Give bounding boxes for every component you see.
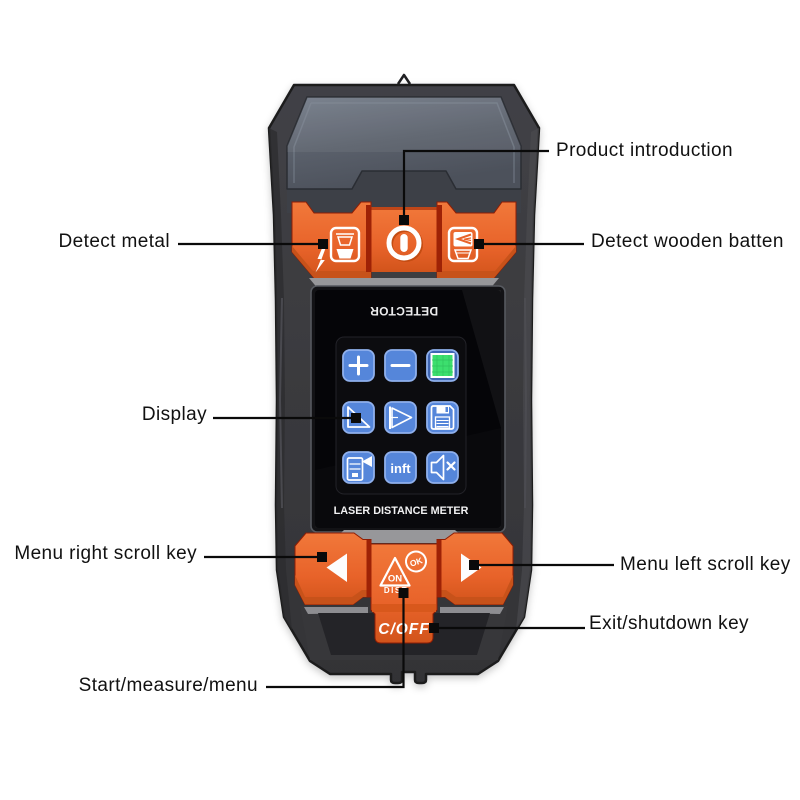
laser-warning-icon: ON	[379, 556, 411, 587]
marker-display	[351, 413, 361, 423]
icon-reference-edge	[342, 451, 375, 484]
label-display: Display	[141, 404, 207, 425]
icon-pythagoras	[384, 401, 417, 434]
sensor-panel	[286, 96, 522, 213]
marker-detect-wooden-batten	[474, 239, 484, 249]
label-menu-left-scroll: Menu left scroll key	[620, 554, 791, 575]
marker-start-measure-menu	[398, 588, 409, 598]
display-screen: DETECTOR	[310, 285, 506, 533]
right-rail-line	[524, 297, 528, 509]
bottom-deck-right	[440, 607, 504, 614]
sensor-panel-inner-line	[293, 102, 515, 183]
lower-divider-right	[436, 540, 442, 597]
screen-footer-text: LASER DISTANCE METER	[334, 505, 469, 517]
metal-detect-icon	[315, 226, 361, 273]
left-arrow-shadow	[295, 575, 371, 605]
marker-exit-shutdown	[429, 623, 439, 633]
lower-button-band: ON DIST OK C/OFF	[294, 532, 514, 644]
icon-unit-switch: inft	[384, 451, 417, 484]
band-divider-right	[436, 205, 442, 272]
icon-area	[426, 349, 459, 382]
callout-line-start-measure-menu	[266, 593, 405, 689]
icon-mute	[426, 451, 459, 484]
top-alignment-notch	[396, 73, 412, 85]
wood-detect-icon	[447, 226, 479, 263]
marker-menu-right-scroll	[317, 552, 327, 562]
icon-save	[426, 401, 459, 434]
unit-switch-text: inft	[390, 461, 411, 476]
marker-product-introduction	[399, 215, 409, 225]
icon-add	[342, 349, 375, 382]
lightning-icon	[315, 247, 326, 273]
callout-markers	[317, 215, 484, 633]
marker-detect-metal	[318, 239, 328, 249]
band-divider-left	[366, 205, 372, 272]
ok-button-icon: OK	[405, 550, 427, 573]
label-detect-metal: Detect metal	[58, 231, 170, 252]
wood-button-shadow	[437, 246, 516, 278]
metal-button-shadow	[292, 246, 371, 278]
icon-subtract	[384, 349, 417, 382]
sensor-panel-face	[286, 96, 522, 190]
label-start-measure-menu: Start/measure/menu	[78, 675, 258, 696]
callout-line-product-introduction	[402, 149, 549, 220]
right-side-shade	[516, 128, 539, 630]
left-rail-line	[278, 297, 283, 509]
label-menu-right-scroll: Menu right scroll key	[14, 543, 197, 564]
bottom-deck-left	[304, 607, 368, 614]
power-icon	[386, 225, 423, 262]
label-product-introduction: Product introduction	[556, 140, 733, 161]
right-arrow-shadow	[437, 575, 513, 605]
label-detect-wooden-batten: Detect wooden batten	[591, 231, 784, 252]
screen-brand-text: DETECTOR	[370, 304, 438, 318]
sensor-panel-gloss	[287, 97, 521, 152]
ok-text: OK	[409, 555, 425, 569]
callout-lines	[178, 149, 614, 689]
label-exit-shutdown: Exit/shutdown key	[589, 613, 749, 634]
screen-sheen	[462, 290, 501, 428]
lower-divider-left	[366, 540, 372, 597]
dist-text: DIST	[384, 586, 408, 595]
on-text: ON	[388, 574, 402, 585]
left-arrow-icon	[326, 553, 347, 582]
marker-menu-left-scroll	[469, 560, 479, 570]
